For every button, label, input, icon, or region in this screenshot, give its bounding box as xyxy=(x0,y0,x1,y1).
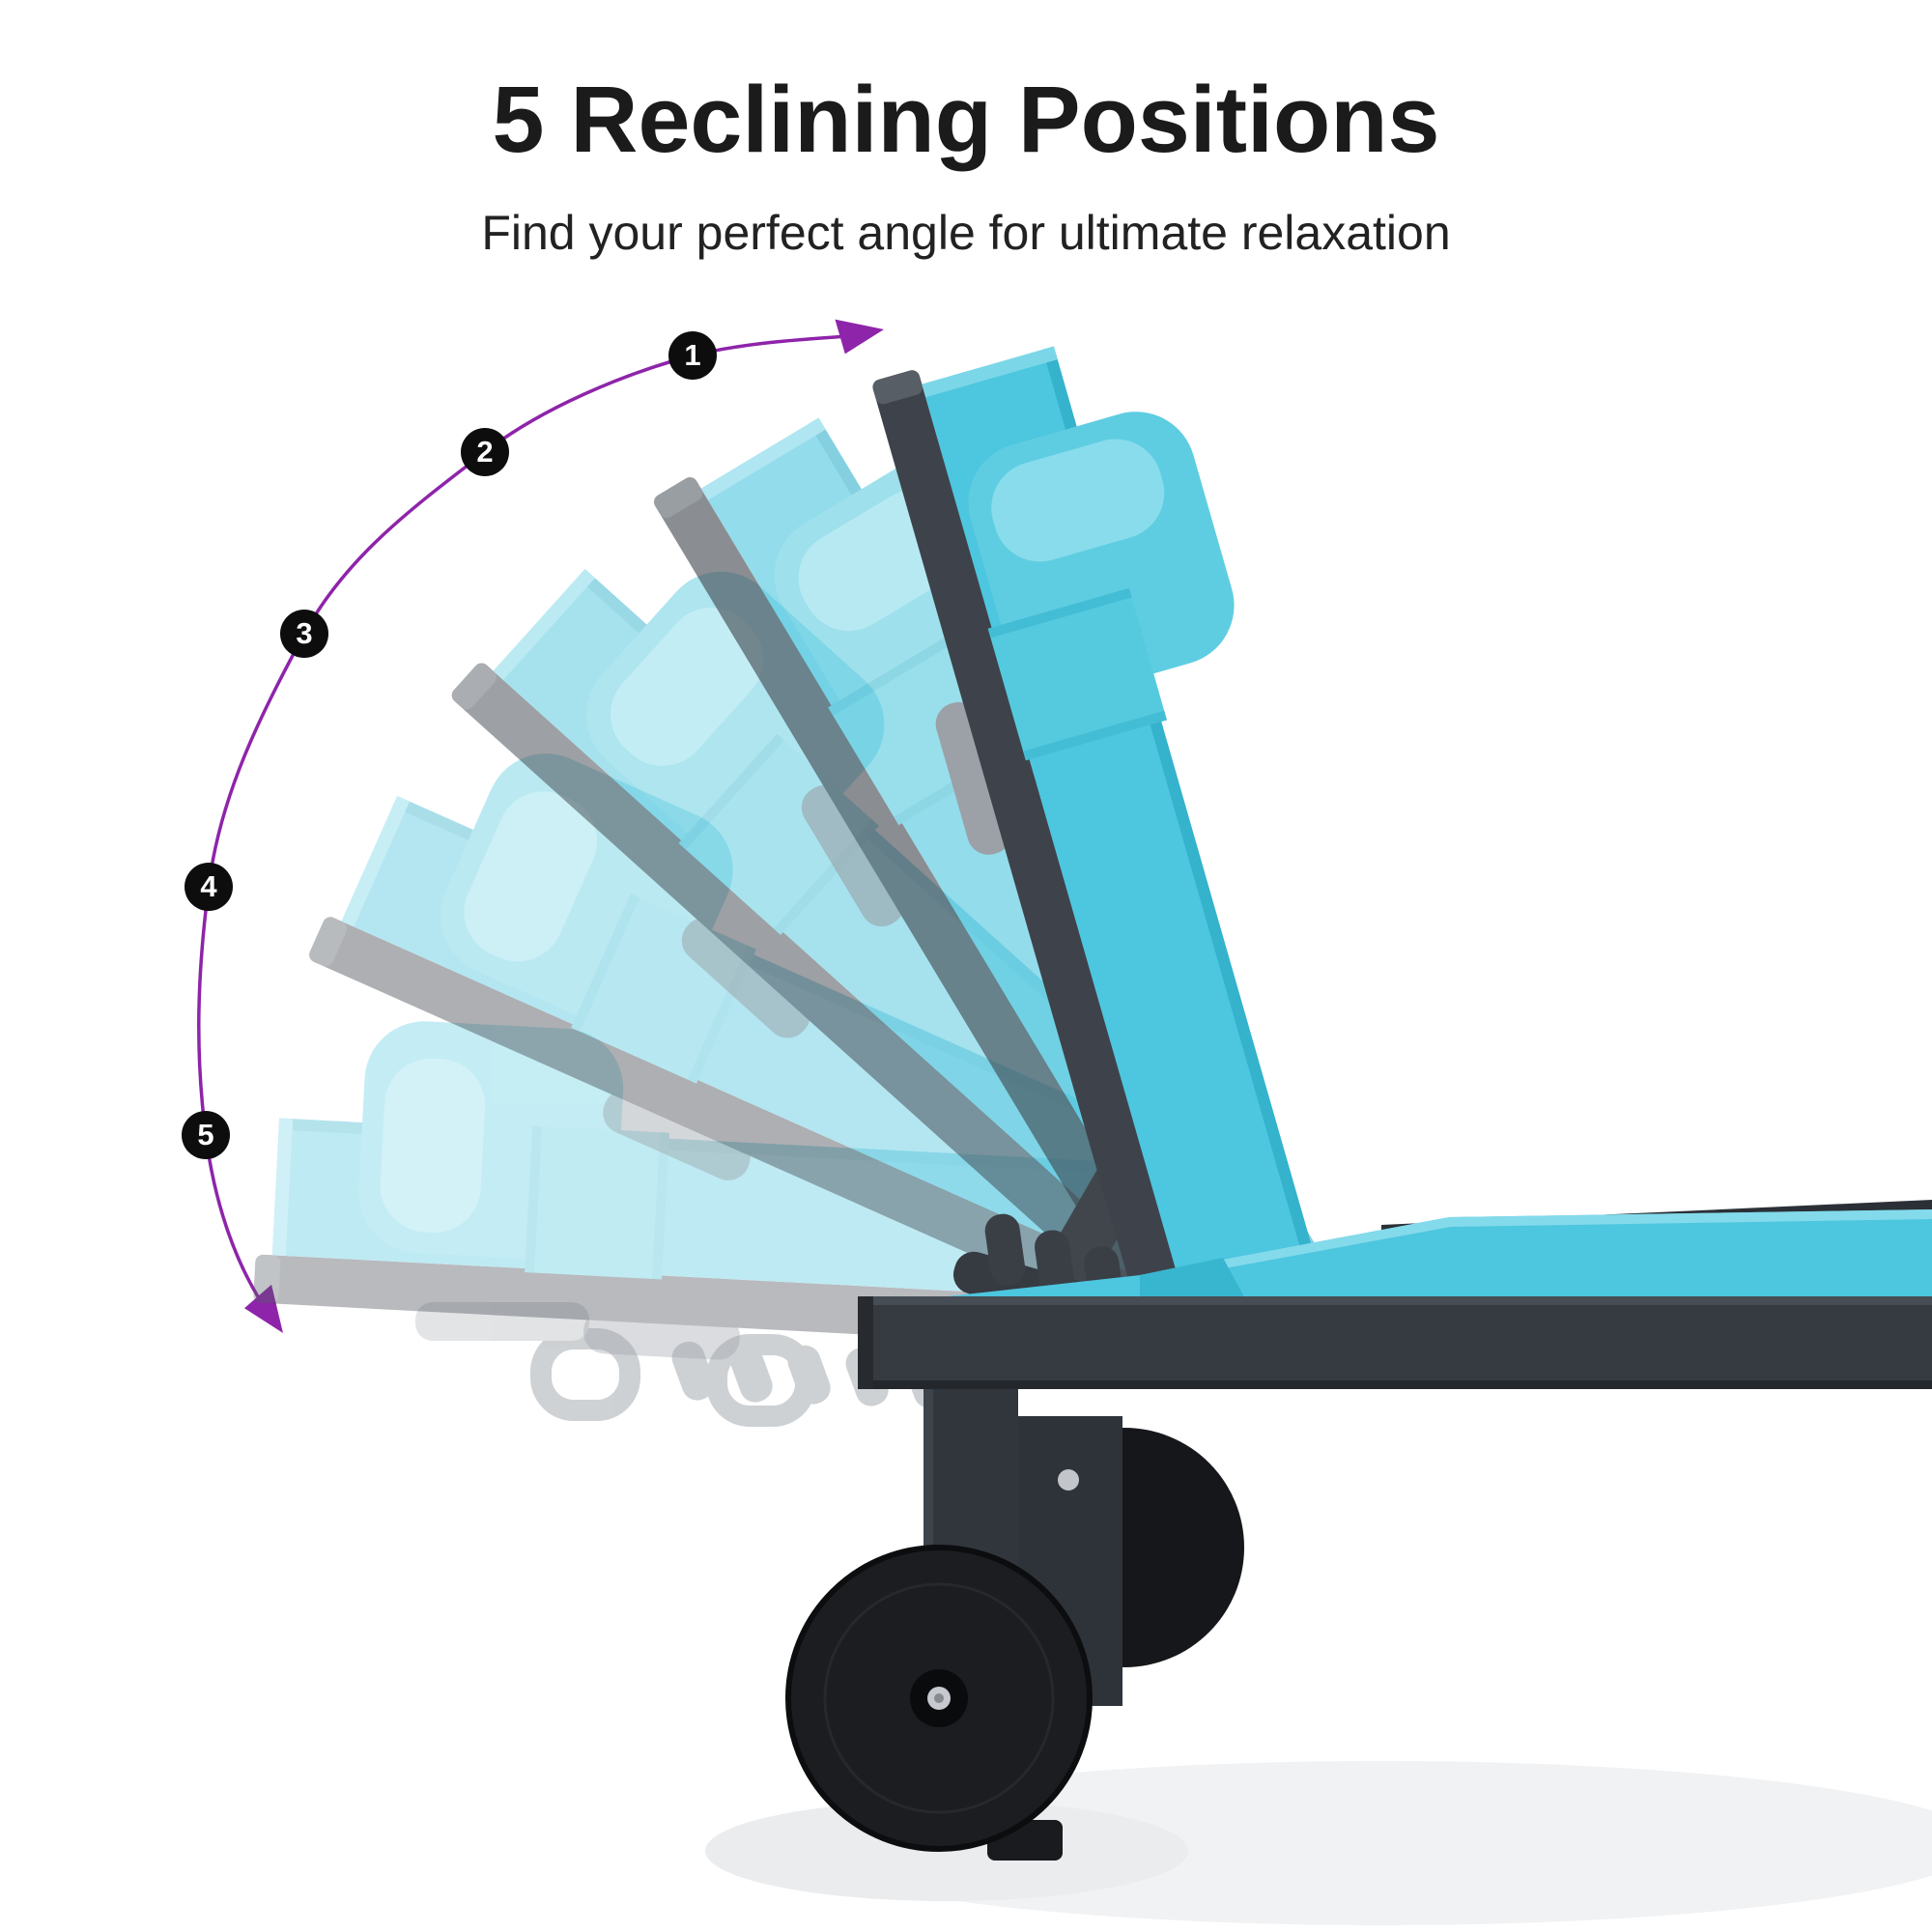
front-wheel-bolt-core xyxy=(934,1693,944,1703)
seat-fabric-shade xyxy=(1140,1258,1246,1300)
position-badge-5: 5 xyxy=(182,1111,230,1159)
base-frame-rail-end-cap xyxy=(858,1296,873,1389)
base-frame-rail-top-edge xyxy=(858,1296,1932,1305)
axle-pin xyxy=(1058,1469,1079,1491)
ghost-leg-loop xyxy=(706,1334,816,1427)
ghost-ratchet-tooth xyxy=(787,1345,831,1405)
position-badge-2: 2 xyxy=(461,428,509,476)
position-badge-3: 3 xyxy=(280,610,328,658)
position-badge-1: 1 xyxy=(668,331,717,380)
base-frame-rail-bottom-edge xyxy=(858,1380,1932,1389)
seat-fabric-highlight xyxy=(1140,1209,1932,1283)
page-subtitle: Find your perfect angle for ultimate rel… xyxy=(481,206,1451,260)
position-badge-4: 4 xyxy=(185,863,233,911)
arc-arrowhead-top xyxy=(835,319,884,355)
front-wheel-ring xyxy=(823,1582,1055,1814)
page-title: 5 Reclining Positions xyxy=(492,67,1440,172)
base-frame-rail xyxy=(858,1296,1932,1389)
ghost-ratchet-tooth xyxy=(729,1343,773,1403)
